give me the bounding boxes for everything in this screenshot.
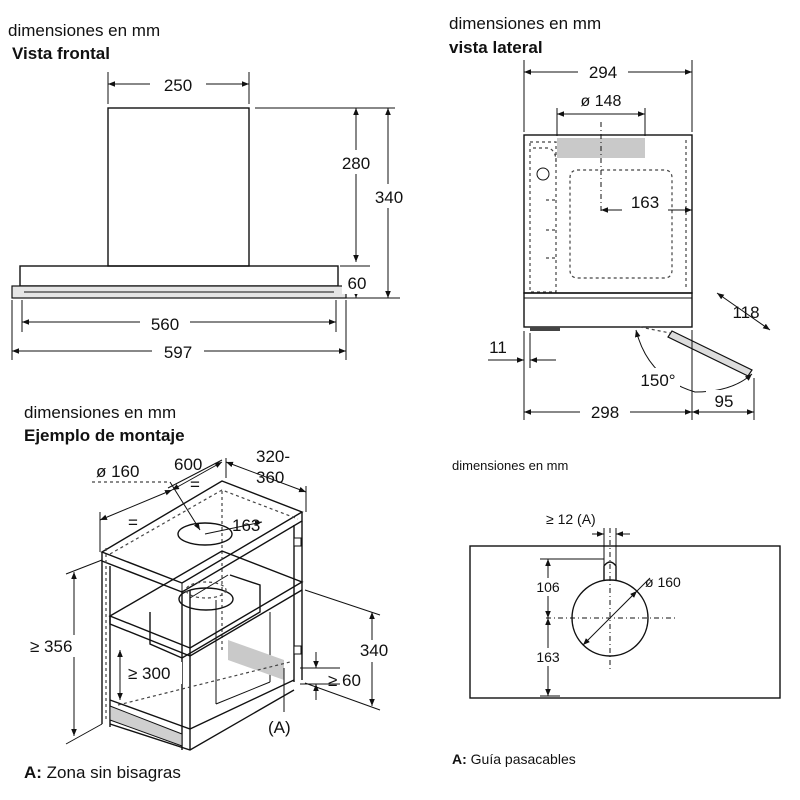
side-dim-294: 294 [589,63,617,82]
cutout-dim-12: ≥ 12 (A) [546,511,596,527]
front-chimney [107,107,250,267]
cutout-drawing: dimensiones en mm ø 160 ≥ 12 (A) 106 163… [452,458,781,767]
mount-dim-600: 600 [174,455,202,474]
mount-dim-160: ø 160 [96,462,139,481]
side-view: dimensiones en mm vista lateral 294 ø 14… [449,14,771,424]
side-dim-148: ø 148 [581,93,622,110]
cutout-header: dimensiones en mm [452,458,568,473]
mount-dim-356: ≥ 356 [30,637,72,656]
side-body [523,134,693,294]
side-dim-11: 11 [489,338,507,357]
side-dim-163: 163 [631,193,659,212]
side-title: vista lateral [449,38,543,57]
mount-dim-300: ≥ 300 [128,664,170,683]
mount-header: dimensiones en mm [24,403,176,422]
side-dim-95: 95 [715,392,734,411]
side-dim-298: 298 [591,403,619,422]
mount-dim-163: 163 [232,516,260,535]
cutout-dim-160: ø 160 [645,574,681,590]
mount-dim-360: 360 [256,468,284,487]
front-dim-280: 280 [342,154,370,173]
front-header: dimensiones en mm [8,21,160,40]
side-canopy [523,292,693,328]
front-dim-560: 560 [151,315,179,334]
cutout-footnote-key: A: [452,751,467,767]
front-title: Vista frontal [12,44,110,63]
cutout-dim-163: 163 [536,649,560,665]
front-dim-60: 60 [348,274,367,293]
mount-eq-2: = [128,513,138,532]
mount-title: Ejemplo de montaje [24,426,185,445]
mount-dim-340: 340 [360,641,388,660]
front-dim-250: 250 [164,76,192,95]
mount-label-a: (A) [268,718,291,737]
cutout-panel [469,545,781,699]
front-view: dimensiones en mm Vista frontal 250 280 … [8,21,408,362]
front-dim-340: 340 [375,188,403,207]
mount-eq-1: = [190,475,200,494]
mount-dim-320: 320- [256,447,290,466]
side-dim-150: 150° [640,371,675,390]
mount-cabinet [100,480,304,751]
mounting-example: dimensiones en mm Ejemplo de montaje [24,403,394,782]
side-header: dimensiones en mm [449,14,601,33]
front-dim-597: 597 [164,343,192,362]
side-dim-118: 118 [732,303,759,322]
cutout-dim-106: 106 [536,579,560,595]
cutout-footnote: A: Guía pasacables [452,751,576,767]
side-inner-box [569,169,673,279]
mount-dim-60: ≥ 60 [328,671,361,690]
mount-footnote: A: Zona sin bisagras [24,763,181,782]
cutout-footnote-text: Guía pasacables [467,751,576,767]
side-open-flap [667,330,753,377]
mount-footnote-text: Zona sin bisagras [42,763,181,782]
mount-footnote-key: A: [24,763,42,782]
front-canopy [19,265,339,287]
